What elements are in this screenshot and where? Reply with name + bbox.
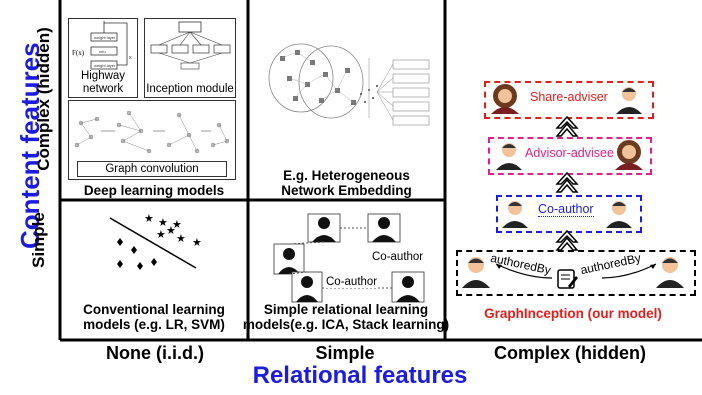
advisor-advisee-label: Advisor-advisee bbox=[525, 146, 614, 160]
hw-fx-label: F(x) bbox=[72, 49, 85, 57]
graph-conv-label: Graph convolution bbox=[77, 161, 227, 177]
svg-text:★: ★ bbox=[144, 213, 154, 225]
highway-label: Highway network bbox=[80, 70, 126, 95]
share-adviser-label: Share-adviser bbox=[530, 90, 608, 104]
graph-conv-diagram bbox=[74, 110, 230, 154]
svg-text:★: ★ bbox=[158, 217, 168, 229]
male-avatar-icon bbox=[496, 143, 522, 170]
srl-caption: Simple relational learning models(e.g. I… bbox=[240, 302, 452, 332]
x-tick-none: None (i.i.d.) bbox=[106, 343, 204, 363]
inception-diagram bbox=[150, 21, 231, 70]
srl-caption-line1: Simple relational learning bbox=[263, 302, 429, 317]
male-avatar-icon bbox=[606, 201, 632, 228]
person-icon-bottom-right bbox=[391, 271, 425, 303]
hne-caption-line2: Network Embedding bbox=[281, 183, 412, 198]
female-avatar-icon bbox=[491, 84, 519, 114]
male-avatar-icon bbox=[616, 87, 642, 114]
highway-diagram: F(x) weight layer relu weight layer x bbox=[72, 21, 132, 70]
svg-text:★: ★ bbox=[176, 233, 186, 245]
svg-text:weight layer: weight layer bbox=[94, 63, 116, 68]
graphinception-caption: GraphInception (our model) bbox=[484, 306, 662, 321]
srl-coauthor-label-a: Co-author bbox=[372, 251, 424, 263]
svg-text:★: ★ bbox=[156, 229, 166, 241]
highway-network-thumb: F(x) weight layer relu weight layer x Hi… bbox=[68, 18, 138, 98]
conventional-caption-line2: models (e.g. LR, SVM) bbox=[83, 317, 225, 332]
share-adviser-box bbox=[484, 81, 654, 119]
svg-text:★: ★ bbox=[166, 225, 176, 237]
conventional-diagram: ★★★★★★★ bbox=[109, 213, 202, 270]
deep-learning-caption: Deep learning models bbox=[83, 183, 225, 198]
svg-text:★: ★ bbox=[192, 237, 202, 249]
male-avatar-icon bbox=[462, 257, 490, 288]
hne-caption-line1: E.g. Heterogeneous bbox=[283, 168, 410, 183]
srl-caption-line2: models(e.g. ICA, Stack learning) bbox=[242, 317, 450, 332]
up-arrow-icon bbox=[555, 116, 579, 137]
y-tick-simple: Simple bbox=[29, 212, 48, 268]
authored-by-arrows bbox=[495, 263, 657, 279]
conventional-caption: Conventional learning models (e.g. LR, S… bbox=[62, 302, 246, 332]
conventional-caption-line1: Conventional learning bbox=[83, 302, 225, 317]
graph-convolution-thumb: Graph convolution bbox=[68, 100, 236, 180]
x-tick-simple: Simple bbox=[315, 343, 375, 363]
authored-by-box bbox=[456, 250, 696, 296]
up-arrow-icon bbox=[555, 172, 579, 193]
female-avatar-icon bbox=[615, 140, 643, 170]
svg-text:weight layer: weight layer bbox=[94, 35, 116, 40]
person-icon-top bbox=[307, 213, 341, 243]
person-icon-bottom bbox=[291, 271, 323, 303]
up-arrow-icon bbox=[555, 230, 579, 251]
person-icon-right bbox=[367, 213, 401, 243]
advisor-advisee-box bbox=[488, 137, 652, 175]
srl-diagram bbox=[273, 213, 425, 303]
co-author-label: Co-author bbox=[538, 202, 594, 217]
inception-module-thumb: Inception module bbox=[144, 18, 236, 98]
y-tick-complex: Complex (hidden) bbox=[34, 27, 53, 171]
inception-label: Inception module bbox=[146, 83, 234, 95]
hne-caption: E.g. Heterogeneous Network Embedding bbox=[250, 168, 443, 198]
srl-coauthor-label-b: Co-author bbox=[326, 276, 378, 288]
male-avatar-icon bbox=[502, 201, 528, 228]
paper-document-icon bbox=[557, 269, 578, 289]
person-icon-left bbox=[273, 243, 305, 275]
svg-text:★: ★ bbox=[172, 219, 182, 231]
male-avatar-icon bbox=[656, 257, 684, 288]
hne-diagram bbox=[268, 43, 430, 126]
x-axis-title: Relational features bbox=[252, 362, 468, 389]
svg-text:x: x bbox=[129, 55, 132, 61]
co-author-box bbox=[496, 195, 642, 233]
x-tick-complex: Complex (hidden) bbox=[494, 343, 646, 363]
svg-text:relu: relu bbox=[99, 49, 106, 54]
